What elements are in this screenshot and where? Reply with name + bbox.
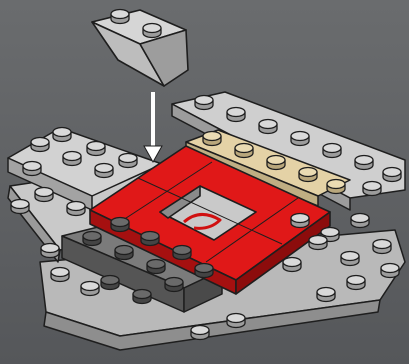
stud: [323, 144, 341, 158]
stud: [317, 288, 335, 302]
stud: [165, 278, 183, 292]
stud: [95, 164, 113, 178]
stud: [147, 260, 165, 274]
stud: [327, 180, 345, 194]
stud: [63, 152, 81, 166]
stud: [111, 218, 129, 232]
stud: [235, 144, 253, 158]
stud: [195, 96, 213, 110]
stud: [11, 200, 29, 214]
stud: [383, 168, 401, 182]
stud: [115, 246, 133, 260]
stud: [111, 10, 129, 24]
stud: [53, 128, 71, 142]
stud: [355, 156, 373, 170]
stud: [143, 24, 161, 38]
stud: [341, 252, 359, 266]
stud: [227, 314, 245, 328]
stud: [259, 120, 277, 134]
stud: [173, 246, 191, 260]
stud: [141, 232, 159, 246]
stud: [195, 264, 213, 278]
stud: [101, 276, 119, 290]
stud: [267, 156, 285, 170]
stud: [83, 232, 101, 246]
stud: [381, 264, 399, 278]
stud: [133, 290, 151, 304]
stud: [51, 268, 69, 282]
stud: [119, 154, 137, 168]
stud: [67, 202, 85, 216]
stud: [227, 108, 245, 122]
stud: [283, 258, 301, 272]
stud: [373, 240, 391, 254]
stud: [81, 282, 99, 296]
stud: [23, 162, 41, 176]
stud: [363, 182, 381, 196]
stud: [203, 132, 221, 146]
stud: [347, 276, 365, 290]
stud: [41, 244, 59, 258]
stud: [351, 214, 369, 228]
stud: [309, 236, 327, 250]
stud: [87, 142, 105, 156]
stud: [35, 188, 53, 202]
stud: [299, 168, 317, 182]
stud: [191, 326, 209, 340]
stud: [291, 132, 309, 146]
stud: [31, 138, 49, 152]
stud: [291, 214, 309, 228]
